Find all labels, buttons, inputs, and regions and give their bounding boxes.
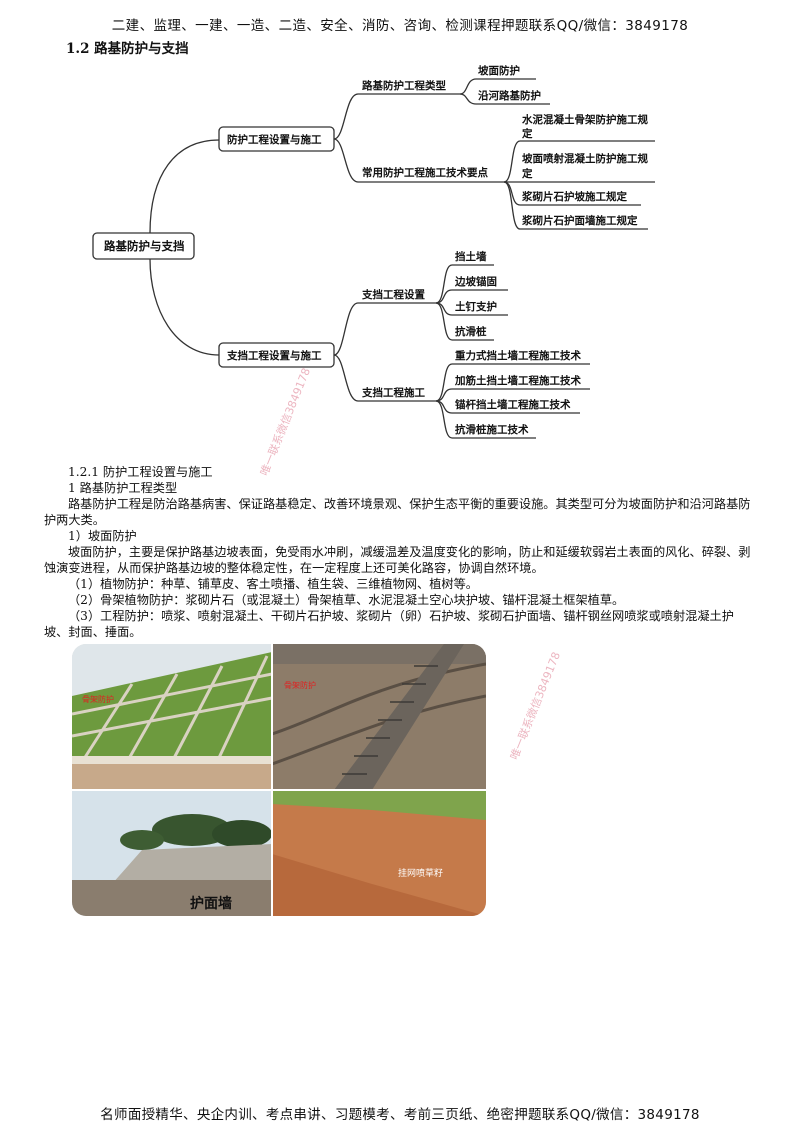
photo-label: 骨架防护 bbox=[82, 694, 114, 704]
section-title: 1.2 路基防护与支挡 bbox=[66, 41, 189, 57]
photo-skeleton-grass: 骨架防护 bbox=[72, 644, 273, 790]
connector bbox=[435, 289, 508, 304]
mindmap-leaf: 抗滑桩 bbox=[455, 325, 487, 338]
mindmap-leaf: 定 bbox=[521, 167, 533, 180]
mindmap-leaf: 浆砌片石护坡施工规定 bbox=[521, 190, 627, 203]
heading-types: 1 路基防护工程类型 bbox=[68, 481, 178, 495]
connector bbox=[149, 139, 220, 234]
connector bbox=[435, 388, 590, 402]
mindmap-branch2: 支挡工程设置与施工 bbox=[226, 349, 322, 362]
photo-label: 骨架防护 bbox=[284, 680, 316, 690]
mindmap-branch1: 防护工程设置与施工 bbox=[227, 133, 322, 146]
photo-collage: 骨架防护 骨架防护 bbox=[72, 644, 486, 916]
connector bbox=[149, 258, 220, 356]
list-item-1: （1）植物防护：种草、铺草皮、客土喷播、植生袋、三维植物网、植树等。 bbox=[68, 577, 478, 591]
mindmap-leaf: 土钉支护 bbox=[455, 300, 497, 313]
heading-slope: 1）坡面防护 bbox=[68, 529, 137, 543]
mindmap-leaf: 抗滑桩施工技术 bbox=[455, 423, 529, 436]
connector bbox=[459, 93, 550, 105]
mindmap-leaf: 坡面防护 bbox=[478, 64, 520, 77]
photo-label: 护面墙 bbox=[190, 895, 232, 912]
connector bbox=[459, 78, 536, 95]
photo-collage-image: 骨架防护 骨架防护 bbox=[72, 644, 486, 916]
connector bbox=[503, 140, 655, 183]
mindmap-root: 路基防护与支挡 bbox=[104, 239, 185, 253]
mindmap-b2-sub2: 支挡工程施工 bbox=[361, 386, 425, 399]
mindmap-b2-sub1: 支挡工程设置 bbox=[361, 288, 425, 301]
connector bbox=[435, 363, 590, 402]
mindmap-leaf: 沿河路基防护 bbox=[478, 89, 541, 102]
heading-1-2-1: 1.2.1 防护工程设置与施工 bbox=[68, 465, 213, 479]
mindmap-b1-sub2: 常用防护工程施工技术要点 bbox=[362, 166, 488, 179]
page-header: 二建、监理、一建、一造、二造、安全、消防、咨询、检测课程押题联系QQ/微信：38… bbox=[111, 18, 689, 34]
mindmap-leaf: 挡土墙 bbox=[455, 250, 487, 263]
mindmap-leaf: 重力式挡土墙工程施工技术 bbox=[455, 349, 581, 362]
mindmap-leaf: 浆砌片石护面墙施工规定 bbox=[521, 214, 638, 227]
connector bbox=[333, 93, 460, 140]
connector bbox=[333, 354, 436, 402]
body-text: 1.2.1 防护工程设置与施工 1 路基防护工程类型 路基防护工程是防治路基病害… bbox=[44, 464, 756, 640]
mindmap-leaf: 锚杆挡土墙工程施工技术 bbox=[455, 398, 571, 411]
paragraph-intro: 路基防护工程是防治路基病害、保证路基稳定、改善环境景观、保护生态平衡的重要设施。… bbox=[44, 497, 751, 527]
mindmap-leaf: 坡面喷射混凝土防护施工规 bbox=[522, 152, 648, 165]
list-item-2: （2）骨架植物防护：浆砌片石（或混凝土）骨架植草、水泥混凝土空心块护坡、锚杆混凝… bbox=[68, 593, 625, 607]
mindmap: 路基防护与支挡 防护工程设置与施工 路基防护工程类型 常用防护工程施工技术要点 … bbox=[92, 64, 655, 439]
mindmap-leaf: 边坡锚固 bbox=[454, 275, 497, 288]
mindmap-leaf: 加筋土挡土墙工程施工技术 bbox=[454, 374, 581, 387]
connector bbox=[435, 302, 494, 341]
connector bbox=[435, 400, 536, 439]
photo-mesh-seeding: 挂网喷草籽 bbox=[272, 790, 486, 916]
mindmap-leaf: 水泥混凝土骨架防护施工规 bbox=[521, 113, 648, 126]
connector bbox=[435, 264, 494, 304]
mindmap-leaf: 定 bbox=[521, 127, 533, 140]
photo-retaining-wall: 护面墙 bbox=[72, 790, 272, 916]
photo-stairs-slope: 骨架防护 bbox=[271, 644, 486, 790]
watermark: 唯一联系微信3849178 bbox=[507, 650, 563, 762]
list-item-3: （3）工程防护：喷浆、喷射混凝土、干砌片石护坡、浆砌片（卵）石护坡、浆砌石护面墙… bbox=[44, 609, 734, 639]
connector bbox=[503, 181, 648, 230]
connector bbox=[333, 302, 436, 356]
mindmap-root-box bbox=[92, 232, 195, 260]
mindmap-b1-sub1: 路基防护工程类型 bbox=[362, 79, 446, 92]
paragraph-slope: 坡面防护，主要是保护路基边坡表面，免受雨水冲刷，减缓温差及温度变化的影响，防止和… bbox=[44, 545, 751, 575]
page-footer: 名师面授精华、央企内训、考点串讲、习题模考、考前三页纸、绝密押题联系QQ/微信：… bbox=[100, 1107, 700, 1123]
connector bbox=[333, 138, 504, 183]
photo-label: 挂网喷草籽 bbox=[398, 867, 443, 879]
